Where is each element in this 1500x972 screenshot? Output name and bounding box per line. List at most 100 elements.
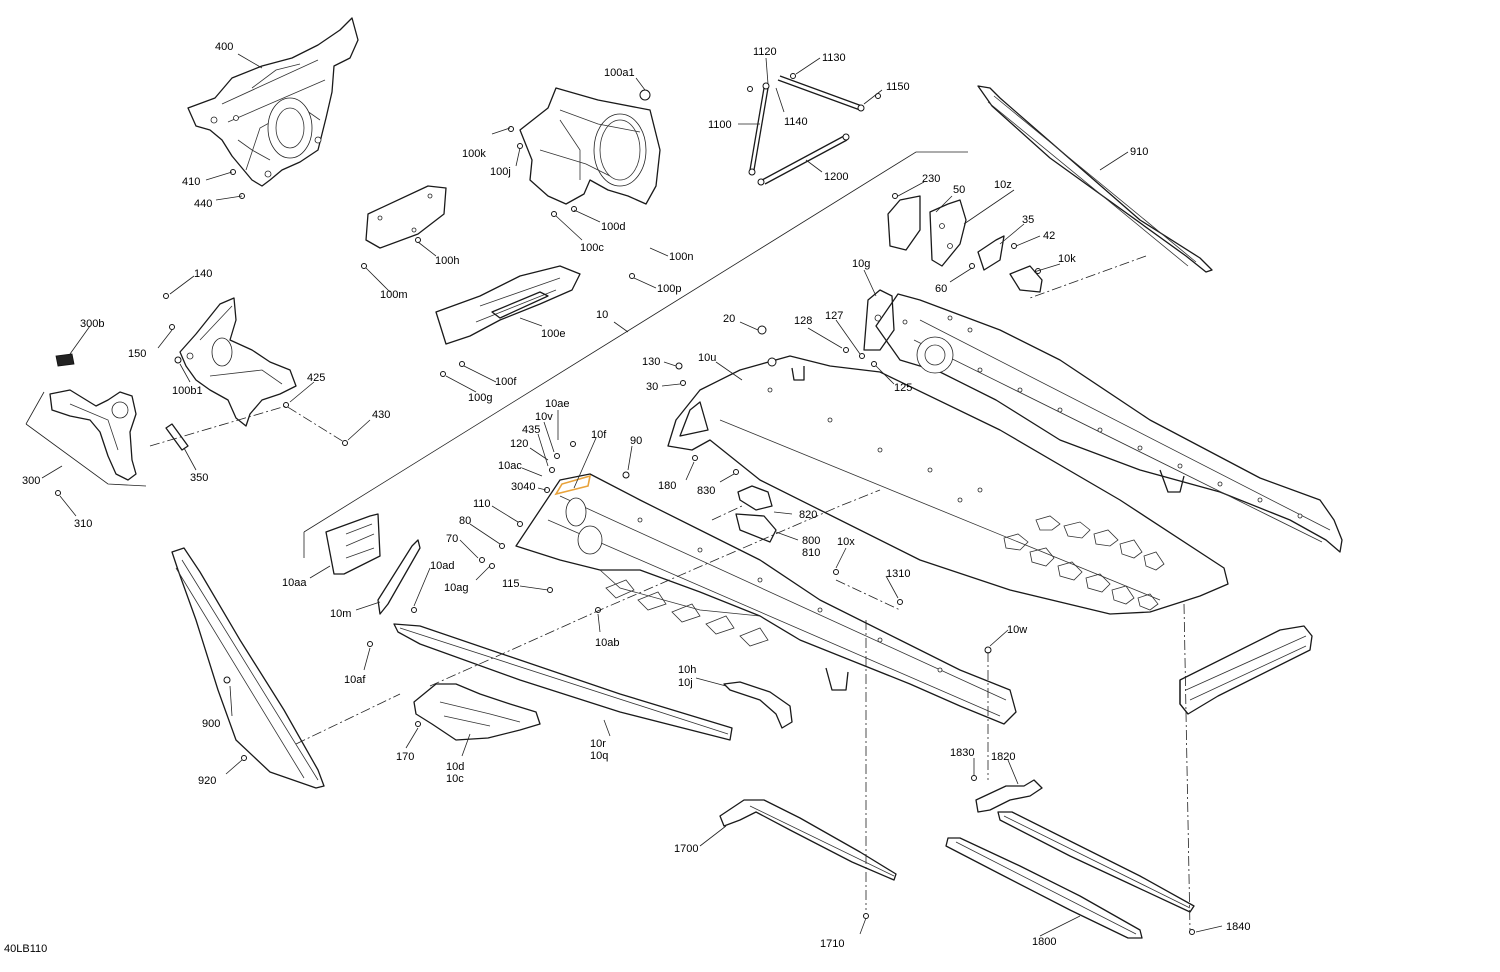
spindle-300 — [49, 389, 137, 481]
callout-10ae: 10ae — [545, 398, 569, 410]
shaft-350 — [165, 423, 189, 451]
callout-310: 310 — [74, 518, 92, 530]
callout-35: 35 — [1022, 214, 1034, 226]
plate-10aa — [325, 513, 381, 575]
callout-3040: 3040 — [511, 481, 535, 493]
callout-90: 90 — [630, 435, 642, 447]
callout-430: 430 — [372, 409, 390, 421]
callout-10u: 10u — [698, 352, 716, 364]
callout-30: 30 — [646, 381, 658, 393]
callout-125: 125 — [894, 382, 912, 394]
rail-910 — [977, 85, 1213, 273]
callout-300b: 300b — [80, 318, 104, 330]
tunnel-side-left — [515, 473, 1017, 725]
callout-100e: 100e — [541, 328, 565, 340]
callout-130: 130 — [642, 356, 660, 368]
callout-10r: 10r — [590, 738, 606, 750]
callout-10w: 10w — [1007, 624, 1027, 636]
callout-1150: 1150 — [886, 81, 910, 93]
plate-100h — [365, 185, 447, 249]
tunnel-top-plate — [667, 355, 1229, 615]
callout-10z: 10z — [994, 179, 1012, 191]
callout-100h: 100h — [435, 255, 459, 267]
runner-1800 — [945, 811, 1195, 939]
callout-1130: 1130 — [822, 52, 846, 64]
callout-920: 920 — [198, 775, 216, 787]
callout-425: 425 — [307, 372, 325, 384]
callout-110: 110 — [473, 498, 491, 510]
callout-170: 170 — [396, 751, 414, 763]
callout-10m: 10m — [330, 608, 351, 620]
callout-10d: 10d — [446, 761, 464, 773]
callout-140: 140 — [194, 268, 212, 280]
rear-plate-10g — [863, 289, 895, 351]
assembly-frame — [25, 151, 968, 558]
callout-10af: 10af — [344, 674, 366, 686]
callout-300: 300 — [22, 475, 40, 487]
callout-410: 410 — [182, 176, 200, 188]
footrest-10d — [413, 683, 541, 741]
callout-128: 128 — [794, 315, 812, 327]
slider-1700 — [719, 799, 897, 881]
callout-1840: 1840 — [1226, 921, 1250, 933]
callout-80: 80 — [459, 515, 471, 527]
tunnel-side-left-cutouts — [605, 579, 769, 647]
callout-100g: 100g — [468, 392, 492, 404]
callout-810: 810 — [802, 547, 820, 559]
callout-1140: 1140 — [784, 116, 808, 128]
callout-1710: 1710 — [820, 938, 844, 950]
callout-435: 435 — [522, 424, 540, 436]
callout-230: 230 — [922, 173, 940, 185]
callout-labels: 400 410 440 100a1 100k 100j 100d 100c 10… — [22, 41, 1250, 950]
callout-350: 350 — [190, 472, 208, 484]
fasteners — [55, 73, 1195, 935]
callout-42: 42 — [1043, 230, 1055, 242]
front-bulkhead-100a1 — [519, 87, 661, 205]
callout-10k: 10k — [1058, 253, 1076, 265]
callout-150: 150 — [128, 348, 146, 360]
callout-100a1: 100a1 — [604, 67, 635, 79]
callout-127: 127 — [825, 310, 843, 322]
callout-10j: 10j — [678, 677, 693, 689]
callout-60: 60 — [935, 283, 947, 295]
callout-900: 900 — [202, 718, 220, 730]
callout-10aa: 10aa — [282, 577, 307, 589]
callout-1830: 1830 — [950, 747, 974, 759]
callout-100d: 100d — [601, 221, 625, 233]
brackets-50-35 — [887, 195, 1043, 293]
center-lines — [149, 255, 1191, 931]
callout-20: 20 — [723, 313, 735, 325]
callout-910: 910 — [1130, 146, 1148, 158]
callout-10c: 10c — [446, 773, 464, 785]
strap-10ad — [377, 539, 421, 615]
bracket-100b1 — [179, 297, 297, 427]
callout-10ag: 10ag — [444, 582, 468, 594]
callout-800: 800 — [802, 535, 820, 547]
callout-100m: 100m — [380, 289, 408, 301]
bracket-10h — [723, 681, 793, 729]
callout-830: 830 — [697, 485, 715, 497]
front-frame-400 — [187, 17, 359, 187]
steering-rods — [748, 75, 865, 186]
callout-100f: 100f — [495, 376, 517, 388]
callout-10f: 10f — [591, 429, 607, 441]
strip-10r — [393, 623, 733, 741]
callout-180: 180 — [658, 480, 676, 492]
callout-115: 115 — [502, 578, 520, 590]
document-id: 40LB110 — [4, 943, 48, 955]
tunnel-side-right — [875, 293, 1343, 553]
callout-10x: 10x — [837, 536, 855, 548]
callout-100k: 100k — [462, 148, 486, 160]
callout-400: 400 — [215, 41, 233, 53]
callout-100n: 100n — [669, 251, 693, 263]
callout-100c: 100c — [580, 242, 604, 254]
tray-100e — [435, 265, 581, 345]
callout-100j: 100j — [490, 166, 511, 178]
callout-10v: 10v — [535, 411, 553, 423]
callout-1800: 1800 — [1032, 936, 1056, 948]
callout-820: 820 — [799, 509, 817, 521]
mount-300b — [55, 353, 75, 367]
tunnel-cutouts — [1003, 515, 1165, 611]
callout-100p: 100p — [657, 283, 681, 295]
